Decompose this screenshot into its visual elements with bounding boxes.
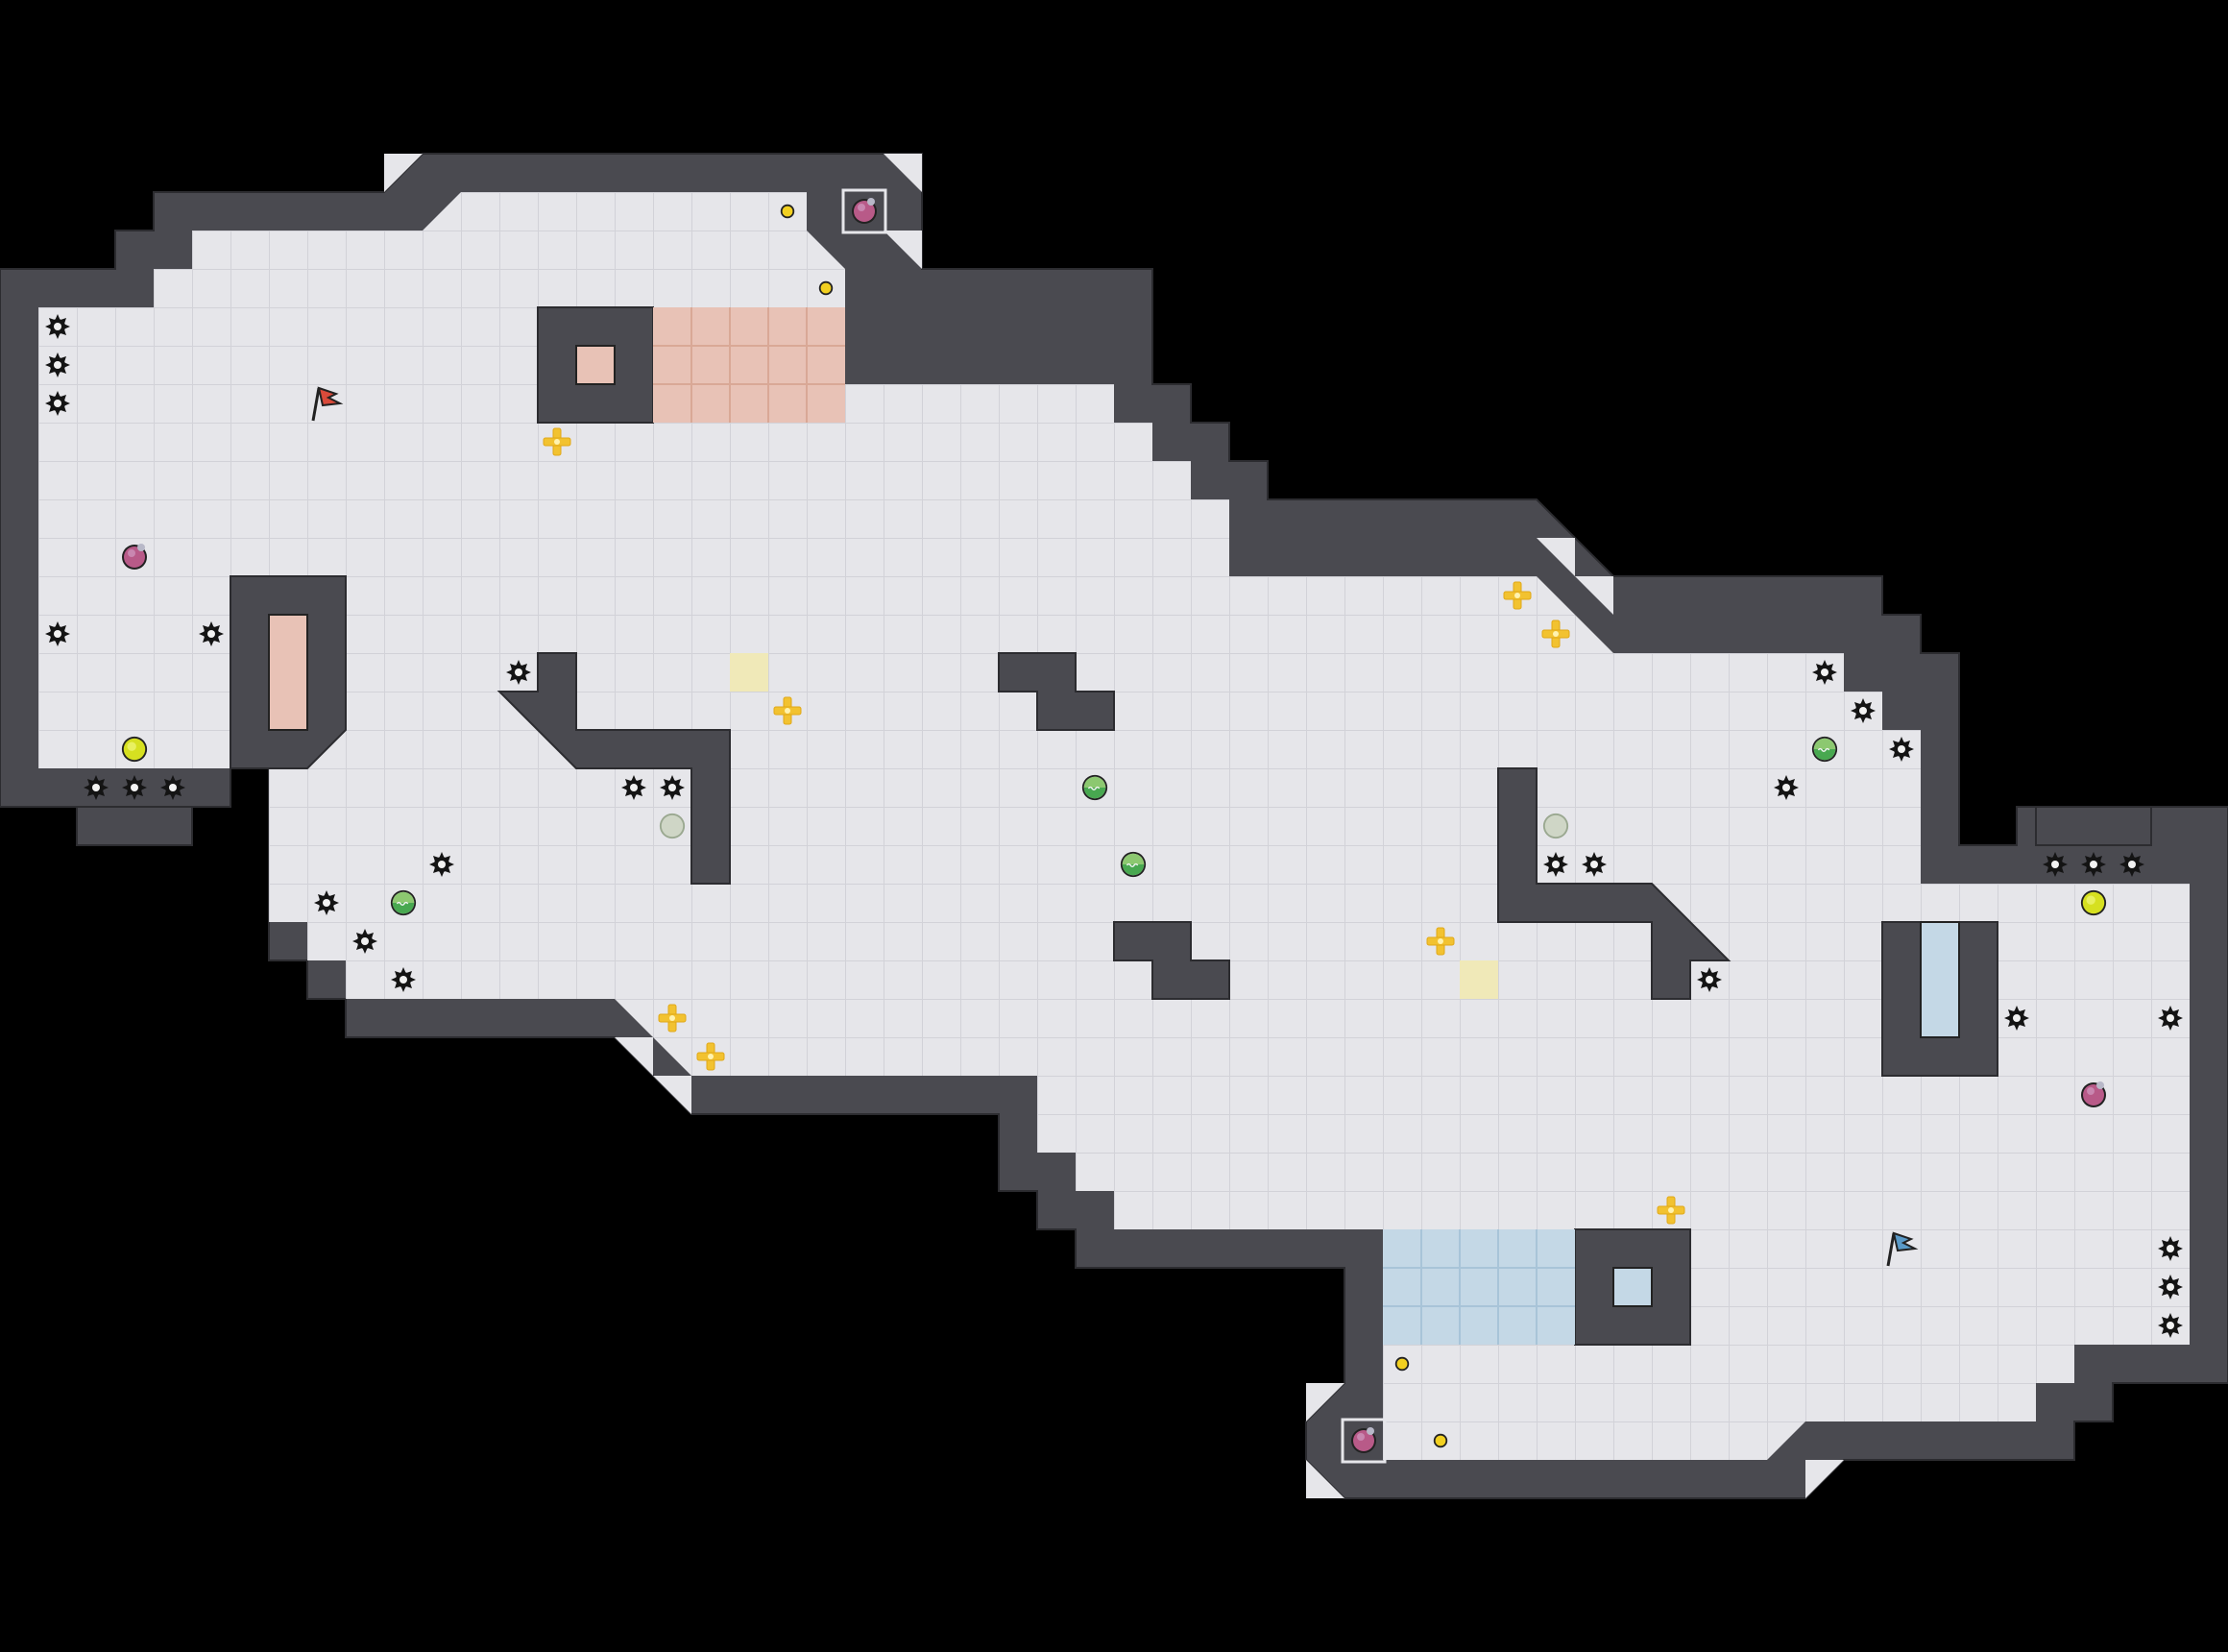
corner-tiles <box>384 154 1844 1498</box>
jukejuice-icon <box>1081 774 1108 801</box>
portal-icon <box>1542 813 1569 839</box>
blue-gate-zone <box>1383 921 1960 1345</box>
button-icon <box>1394 1356 1410 1372</box>
jukejuice-icon <box>1811 736 1838 763</box>
jukejuice-icon <box>390 889 417 916</box>
bomb-frame <box>841 188 887 234</box>
jukejuice-icon <box>1120 851 1147 878</box>
red-gate-zone <box>268 307 845 731</box>
button-icon <box>780 204 795 219</box>
bomb-frame <box>1341 1418 1387 1464</box>
button-icon <box>121 736 148 763</box>
blue-flag-icon <box>1886 1231 1919 1267</box>
button-icon <box>818 280 834 296</box>
boost-tile-icon <box>1460 960 1498 999</box>
button-icon <box>1433 1433 1448 1448</box>
map-floor <box>38 192 2190 1460</box>
red-flag-icon <box>311 386 344 422</box>
portal-icon <box>659 813 686 839</box>
boost-tile-icon <box>730 653 768 692</box>
button-icon <box>2080 889 2107 916</box>
